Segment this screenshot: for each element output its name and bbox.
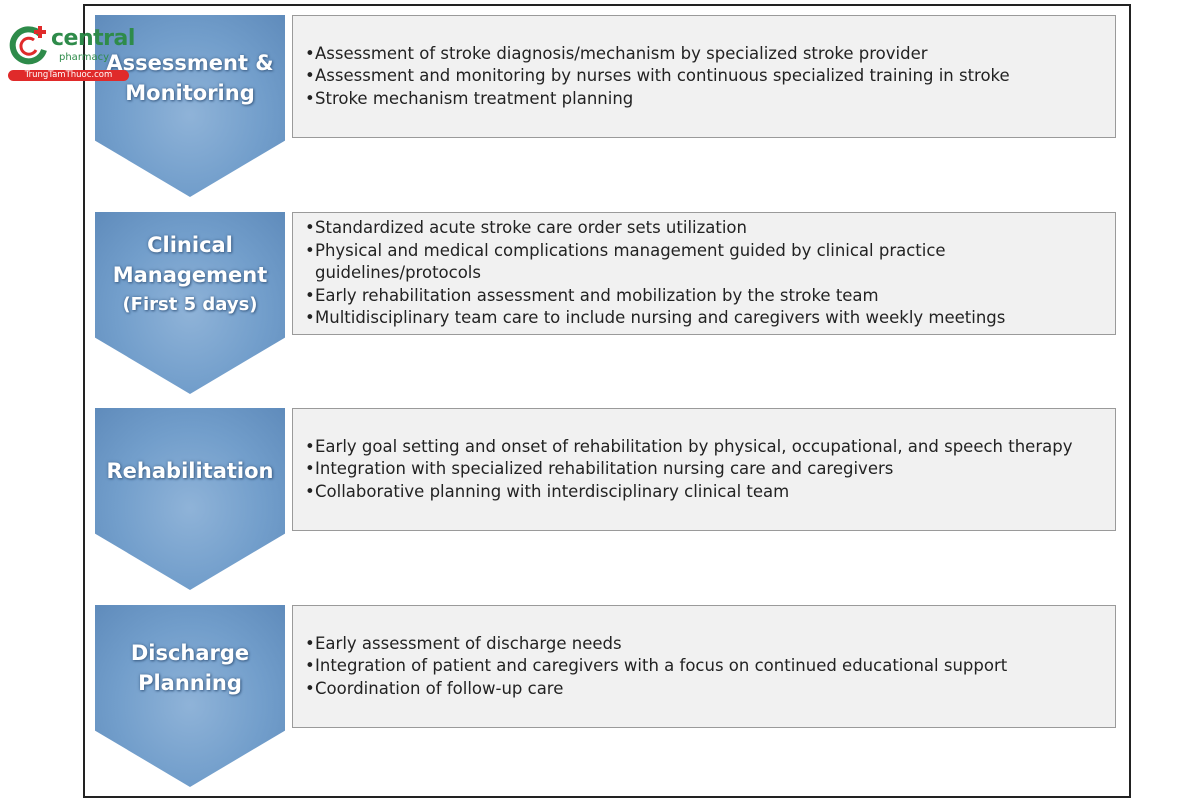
stage-details: Early assessment of discharge needsInteg… [292, 605, 1116, 728]
list-item: Early assessment of discharge needs [305, 633, 1115, 656]
list-item: Integration of patient and caregivers wi… [305, 655, 1115, 678]
list-item: Collaborative planning with interdiscipl… [305, 481, 1115, 504]
list-item: Early goal setting and onset of rehabili… [305, 436, 1115, 459]
stage-details: Early goal setting and onset of rehabili… [292, 408, 1116, 531]
list-item: Assessment and monitoring by nurses with… [305, 65, 1115, 88]
stage-title-line: Monitoring [125, 80, 255, 105]
list-item: Physical and medical complications manag… [305, 240, 1115, 285]
stage-details: Assessment of stroke diagnosis/mechanism… [292, 15, 1116, 138]
stage-row: Rehabilitation Early goal setting and ons… [95, 408, 1119, 590]
stage-row: DischargePlanningEarly assessment of dis… [95, 605, 1119, 787]
logo-icon [9, 26, 47, 65]
stage-title-line: Rehabilitation [106, 458, 274, 483]
logo-brand: central [51, 26, 135, 51]
stage-title: Assessment & Monitoring [95, 15, 285, 140]
list-item: Standardized acute stroke care order set… [305, 217, 1115, 240]
stage-title-line: Discharge [130, 640, 250, 665]
stage-title-line: Planning [138, 670, 242, 695]
logo-sub: pharmacy [59, 52, 110, 63]
stage-subtitle: (First 5 days) [122, 293, 258, 315]
list-item: Assessment of stroke diagnosis/mechanism… [305, 43, 1115, 66]
logo-site: TrungTamThuoc.com [8, 70, 129, 81]
stage-row: Assessment & Monitoring Assessment of stro… [95, 15, 1119, 197]
stage-title-line: Management [112, 262, 268, 287]
stage-title-line: Assessment & [106, 50, 274, 75]
watermark-logo: central pharmacy TrungTamThuoc.com [6, 22, 135, 82]
list-item: Early rehabilitation assessment and mobi… [305, 285, 1115, 308]
list-item: Stroke mechanism treatment planning [305, 88, 1115, 111]
list-item: Integration with specialized rehabilitat… [305, 458, 1115, 481]
stage-details: Standardized acute stroke care order set… [292, 212, 1116, 335]
stage-title-line: Clinical [147, 232, 233, 257]
list-item: Multidisciplinary team care to include n… [305, 307, 1115, 330]
diagram-frame [83, 4, 1131, 798]
stage-title: Rehabilitation [95, 408, 285, 533]
list-item: Coordination of follow-up care [305, 678, 1115, 701]
